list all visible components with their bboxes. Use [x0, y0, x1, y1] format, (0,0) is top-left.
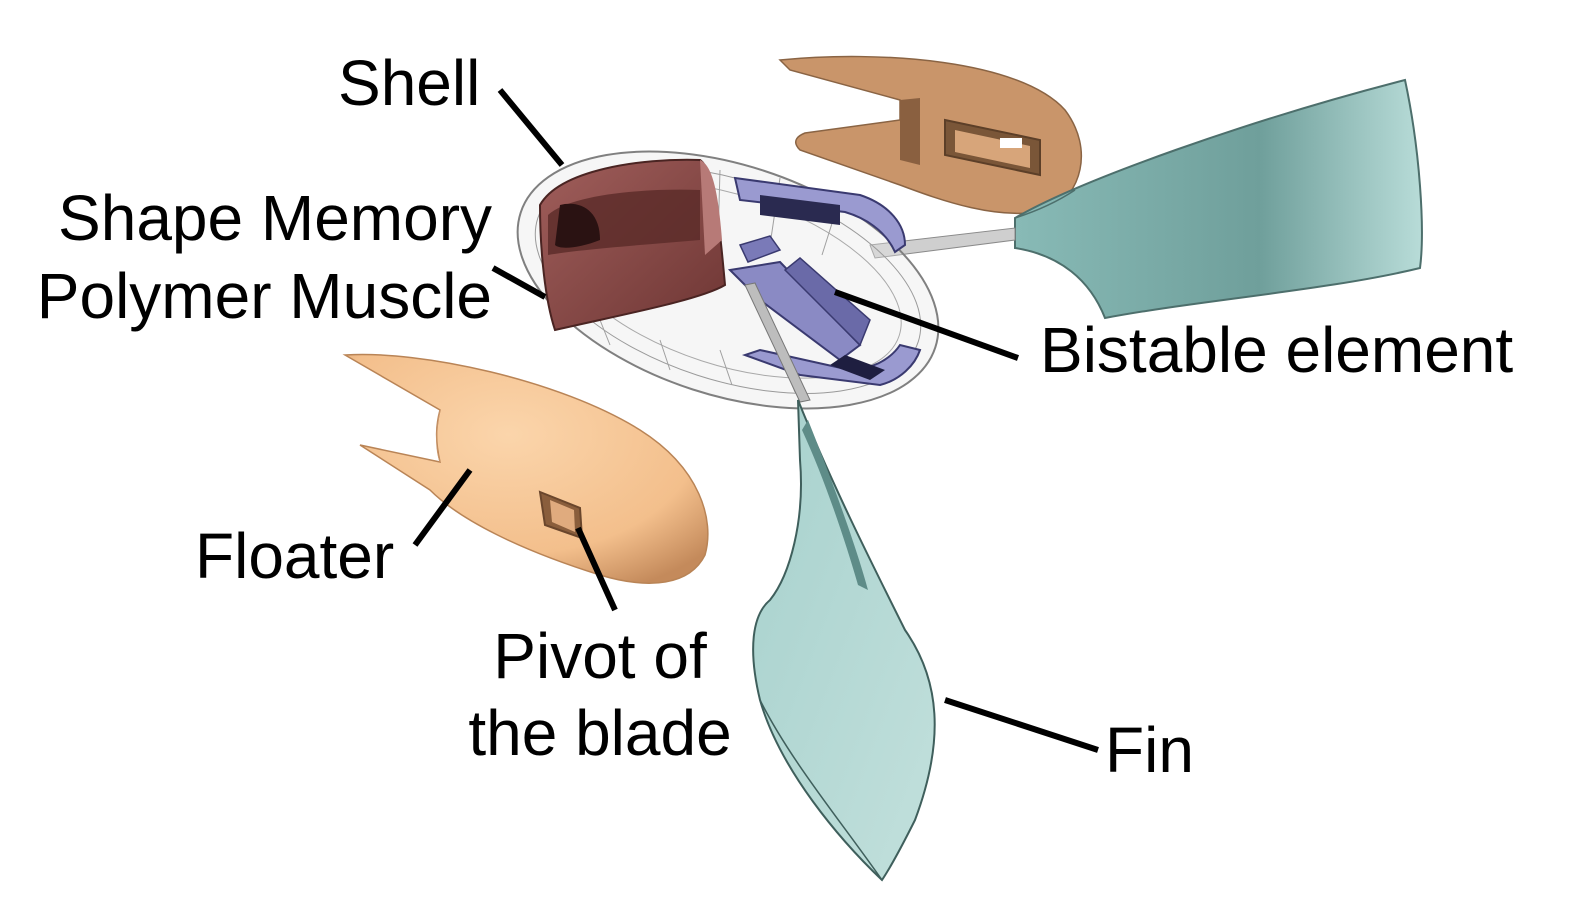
leader-lines [412, 88, 1099, 753]
fin-rod [869, 227, 1016, 259]
pivot-leader-line [575, 526, 618, 612]
bistable-element-part [727, 176, 922, 387]
back-floater-part [778, 55, 1082, 215]
shell-label: Shell [338, 47, 481, 119]
fin-label: Fin [1105, 714, 1194, 786]
pivot-label-line1: Pivot of [493, 620, 707, 692]
bistable-element-label: Bistable element [1040, 314, 1514, 386]
smp-muscle-label-line2: Polymer Muscle [36, 260, 492, 332]
pivot-label-line2: the blade [468, 697, 732, 769]
bistable-leader-line [833, 289, 1020, 361]
lower-fin-part [752, 399, 936, 882]
smp-leader-line [491, 265, 547, 300]
floater-label: Floater [195, 520, 395, 592]
upper-fin-part [1014, 78, 1423, 320]
smp-muscle-label-line1: Shape Memory [58, 182, 492, 254]
smp-muscle-part [538, 158, 727, 332]
front-floater-part [342, 353, 709, 584]
fin-leader-line [944, 697, 1099, 753]
lower-fin-rod [744, 282, 811, 403]
shell-leader-line [497, 88, 565, 167]
floater-leader-line [412, 468, 473, 547]
